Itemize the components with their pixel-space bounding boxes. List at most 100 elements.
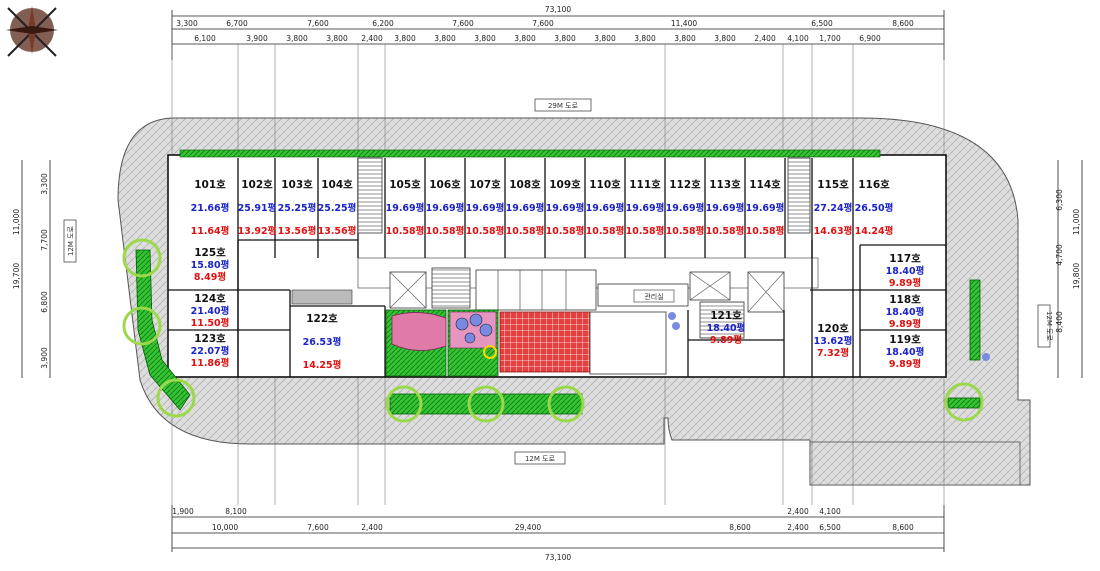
bottom-dim-label: 29,400 (515, 523, 541, 532)
top-dim-label: 3,800 (554, 34, 576, 43)
unit-area: 13.62평 (814, 335, 853, 347)
unit-exclusive-area: 8.49평 (194, 271, 226, 283)
unit-exclusive-area: 10.58평 (706, 225, 745, 237)
unit-area: 21.40평 (191, 305, 230, 317)
unit-exclusive-area: 7.32평 (817, 347, 849, 359)
unit-exclusive-area: 11.50평 (191, 317, 230, 329)
top-dim-label: 3,800 (434, 34, 456, 43)
unit-area: 19.69평 (546, 202, 585, 214)
bottom-dim-label: 4,100 (819, 507, 841, 516)
unit-number: 117호 (889, 252, 921, 265)
unit-area: 19.69평 (666, 202, 705, 214)
dim-total-top: 73,100 (545, 5, 571, 14)
paving-annex (809, 441, 1021, 486)
unit-number: 122호 (306, 312, 338, 325)
top-dim-label: 1,700 (819, 34, 841, 43)
unit-exclusive-area: 10.58평 (546, 225, 585, 237)
bottom-planting (385, 385, 585, 423)
unit-area: 19.69평 (586, 202, 625, 214)
unit-exclusive-area: 10.58평 (506, 225, 545, 237)
road-label-right-box (1037, 304, 1051, 348)
right-dim-label: 11,000 (1072, 209, 1081, 235)
unit-area: 19.69평 (466, 202, 505, 214)
right-dim-label: 8,400 (1055, 311, 1064, 333)
unit-exclusive-area: 10.58평 (426, 225, 465, 237)
unit-exclusive-area: 10.58평 (666, 225, 705, 237)
right-dim-label: 6,300 (1055, 189, 1064, 211)
unit-number: 101호 (194, 178, 226, 191)
unit-area: 19.69평 (386, 202, 425, 214)
unit-number: 116호 (858, 178, 890, 191)
top-dim-label: 11,400 (671, 19, 697, 28)
unit-exclusive-area: 10.58평 (466, 225, 505, 237)
unit-area: 26.50평 (855, 202, 894, 214)
shaft (291, 289, 353, 305)
unit-exclusive-area: 10.58평 (626, 225, 665, 237)
unit-exclusive-area: 11.64평 (191, 225, 230, 237)
top-dim-label: 3,800 (594, 34, 616, 43)
unit-area: 22.07평 (191, 345, 230, 357)
courtyard (385, 309, 680, 377)
top-dimension-lines (171, 10, 945, 60)
unit-number: 103호 (281, 178, 313, 191)
unit-number: 121호 (710, 309, 742, 322)
office-box (633, 289, 675, 303)
top-dim-row2: 6,100 3,900 3,800 3,800 2,400 3,800 3,800 3,800… (194, 34, 881, 43)
top-dim-label: 3,800 (394, 34, 416, 43)
right-dim-label: 19,800 (1072, 263, 1081, 289)
unit-exclusive-area: 13.56평 (278, 225, 317, 237)
top-dim-label: 2,400 (754, 34, 776, 43)
road-label-left-box (63, 219, 77, 263)
top-dim-label: 6,900 (859, 34, 881, 43)
left-dim-label: 7,700 (40, 229, 49, 251)
top-dim-label: 3,900 (246, 34, 268, 43)
top-dim-label: 6,100 (194, 34, 216, 43)
unit-number: 113호 (709, 178, 741, 191)
unit-number: 119호 (889, 333, 921, 346)
unit-area: 25.91평 (238, 202, 277, 214)
unit-number: 106호 (429, 178, 461, 191)
left-dim-label: 11,000 (12, 209, 21, 235)
unit-area: 18.40평 (886, 346, 925, 358)
unit-exclusive-area: 14.63평 (814, 225, 853, 237)
unit-area: 19.69평 (626, 202, 665, 214)
unit-number: 104호 (321, 178, 353, 191)
left-dim-label: 3,900 (40, 347, 49, 369)
unit-area: 18.40평 (707, 322, 746, 334)
bottom-dim-label: 2,400 (787, 507, 809, 516)
top-dim-label: 4,100 (787, 34, 809, 43)
top-dim-label: 3,800 (326, 34, 348, 43)
unit-area: 19.69평 (506, 202, 545, 214)
bottom-dim-label: 7,600 (307, 523, 329, 532)
road-label-bottom-box (514, 451, 566, 465)
bottom-dim-label: 8,600 (729, 523, 751, 532)
unit-exclusive-area: 10.58평 (746, 225, 785, 237)
bottom-dim-label: 2,400 (361, 523, 383, 532)
unit-number: 118호 (889, 293, 921, 306)
north-arrow-icon (6, 6, 58, 57)
road-label-top-box (534, 98, 592, 112)
road-label-right: 12M 도로 (1045, 311, 1053, 342)
unit-number: 124호 (194, 292, 226, 305)
left-dim-label: 19,700 (12, 263, 21, 289)
unit-number: 109호 (549, 178, 581, 191)
lower-left-block (168, 240, 386, 377)
unit-exclusive-area: 10.58평 (586, 225, 625, 237)
unit-area: 19.69평 (706, 202, 745, 214)
left-dim-label: 6,800 (40, 291, 49, 313)
top-dim-label: 7,600 (452, 19, 474, 28)
bottom-dim-label: 2,400 (787, 523, 809, 532)
bottom-dimension-lines (171, 505, 945, 552)
top-dim-label: 3,800 (714, 34, 736, 43)
bottom-dim-label: 10,000 (212, 523, 238, 532)
unit-exclusive-area: 10.58평 (386, 225, 425, 237)
left-planting (122, 238, 196, 418)
left-dim-label: 3,300 (40, 173, 49, 195)
road-label-top: 29M 도로 (548, 102, 579, 110)
unit-exclusive-area: 9.89평 (710, 334, 742, 346)
top-dim-label: 3,800 (634, 34, 656, 43)
